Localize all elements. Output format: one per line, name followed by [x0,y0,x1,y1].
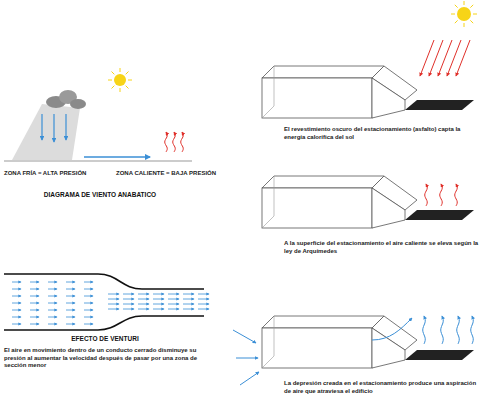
building-duct [233,1,477,385]
venturi-duct [4,274,209,330]
figure-caption: El aire en movimiento dentro de un condu… [4,347,210,370]
figure-caption: A la superficie del estacionamiento el a… [284,240,480,255]
figure-title: EFECTO DE VENTURI [10,335,200,343]
anabatic-wind-figure [4,68,192,161]
figure-title: DIAGRAMA DE VIENTO ANABATICO [10,191,190,199]
zone-label: ZONA CALIENTE = BAJA PRESIÓN [116,170,226,178]
figure-caption: El revestimiento oscuro del estacionamie… [284,126,480,141]
zone-label: ZONA FRÍA = ALTA PRESIÓN [4,170,114,178]
figure-caption: La depresión creada en el estacionamient… [284,380,480,395]
